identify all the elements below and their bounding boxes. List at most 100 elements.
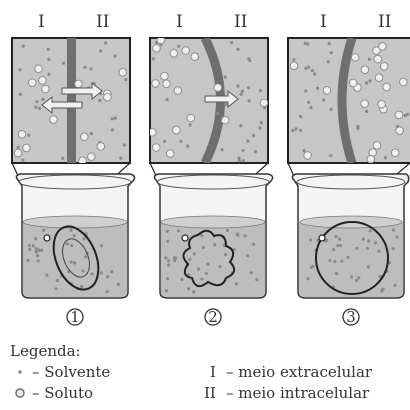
solvent-particle xyxy=(28,248,31,251)
solvent-particle xyxy=(124,78,127,81)
col3-label-intracellular: II xyxy=(378,12,391,32)
solvent-particle xyxy=(260,121,263,124)
solvent-particle xyxy=(55,287,58,290)
solvent-particle xyxy=(91,272,94,275)
solvent-particle xyxy=(26,259,29,262)
solvent-particle xyxy=(117,283,120,286)
solute-particle xyxy=(351,54,359,62)
solvent-particle xyxy=(248,59,251,62)
solvent-particle xyxy=(322,98,325,101)
solvent-particle xyxy=(200,277,203,280)
solvent-particle xyxy=(246,254,249,257)
solvent-particle xyxy=(299,129,302,132)
solvent-particle xyxy=(367,239,370,242)
label-number-3: 3 xyxy=(343,308,359,326)
solvent-particle xyxy=(246,140,249,143)
solvent-particle xyxy=(334,235,337,238)
solute-particle xyxy=(383,83,391,91)
solute-particle xyxy=(35,65,43,73)
solvent-particle xyxy=(173,256,176,259)
beaker-icon xyxy=(16,174,134,298)
solvent-particle xyxy=(166,98,169,101)
solvent-particle xyxy=(237,156,240,159)
solvent-particle xyxy=(152,57,155,60)
svg-text:3: 3 xyxy=(346,308,356,326)
solute-particle xyxy=(153,45,161,53)
solvent-particle xyxy=(32,244,35,247)
solvent-particle xyxy=(42,98,45,101)
solute-particle xyxy=(29,79,37,87)
solvent-particle xyxy=(252,134,255,137)
solute-particle xyxy=(166,150,174,158)
solvent-particle xyxy=(340,260,343,263)
solvent-particle xyxy=(338,238,341,241)
solvent-particle xyxy=(329,154,332,157)
solvent-particle xyxy=(114,55,117,58)
solute-symbol xyxy=(16,389,24,397)
solvent-particle xyxy=(34,237,37,240)
solute-particle xyxy=(104,93,112,101)
solvent-particle xyxy=(302,149,305,152)
panel-2-magnified xyxy=(149,36,268,163)
solvent-particle xyxy=(98,99,101,102)
solvent-particle xyxy=(37,249,40,252)
solvent-particle xyxy=(35,100,38,103)
solvent-particle xyxy=(393,284,396,287)
solvent-particle xyxy=(119,157,122,160)
solvent-particle xyxy=(311,69,314,72)
solvent-particle xyxy=(316,87,319,90)
label-number-1: 1 xyxy=(67,308,83,326)
solvent-particle xyxy=(167,263,170,266)
solvent-particle xyxy=(167,259,170,262)
col1-label-intracellular: II xyxy=(96,12,109,32)
solvent-particle xyxy=(247,86,250,89)
solute-particle xyxy=(378,101,386,109)
solvent-particle xyxy=(310,266,313,269)
solvent-particle xyxy=(200,234,203,237)
solute-particle xyxy=(361,100,369,108)
solute-particle xyxy=(379,43,387,51)
solvent-particle xyxy=(80,285,83,288)
solvent-particle xyxy=(106,275,109,278)
solvent-particle xyxy=(206,263,209,266)
solvent-particle xyxy=(110,270,113,273)
solvent-particle xyxy=(179,140,182,143)
solvent-particle xyxy=(304,67,307,70)
solute-particle xyxy=(290,62,298,70)
solute-particle xyxy=(260,99,268,107)
solvent-particle xyxy=(123,143,126,146)
solvent-particle xyxy=(255,278,258,281)
solvent-particle xyxy=(236,84,239,87)
solvent-particle xyxy=(73,261,76,264)
solvent-particle xyxy=(47,58,50,61)
solute-particle xyxy=(391,149,399,157)
solute-particle xyxy=(174,87,182,95)
solute-particle xyxy=(304,152,312,160)
solvent-particle xyxy=(61,157,64,160)
solvent-particle xyxy=(330,51,333,54)
legend: Legenda: – Solvente – Soluto I – meio ex… xyxy=(10,342,373,402)
legend-title: Legenda: xyxy=(10,342,81,360)
solvent-particle xyxy=(83,66,86,69)
solute-particle xyxy=(50,116,58,124)
solvent-particle xyxy=(309,238,312,241)
solvent-particle xyxy=(392,229,395,232)
solvent-particle xyxy=(396,236,399,239)
panel-1-magnified xyxy=(12,38,130,165)
solvent-particle xyxy=(291,129,294,132)
solute-particle xyxy=(396,127,404,135)
solvent-particle xyxy=(213,243,216,246)
solvent-particle xyxy=(104,41,107,44)
solvent-particle xyxy=(244,234,247,237)
solute-particle xyxy=(373,142,381,150)
solvent-particle xyxy=(304,89,307,92)
solvent-particle xyxy=(173,259,176,262)
solvent-particle xyxy=(45,274,48,277)
solute-particle xyxy=(81,133,89,141)
solvent-particle xyxy=(355,247,358,250)
solvent-particle xyxy=(21,159,24,162)
legend-solute: – Soluto xyxy=(32,384,93,402)
solvent-particle xyxy=(84,255,87,258)
solute-particle xyxy=(75,80,83,88)
solvent-particle xyxy=(42,229,45,232)
